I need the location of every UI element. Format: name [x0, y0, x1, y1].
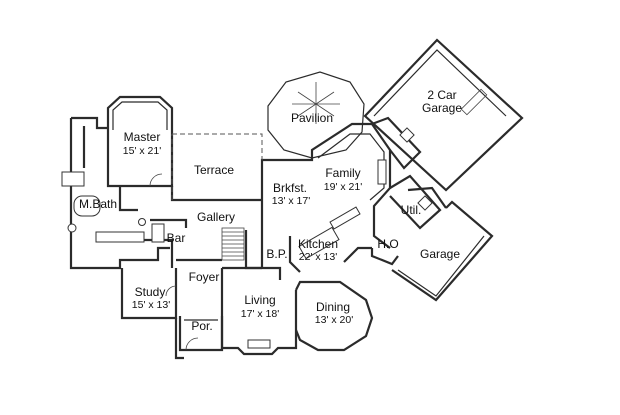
- walls: [69, 38, 524, 360]
- room-mbath-name: M.Bath: [79, 197, 117, 211]
- kitchen-counter: [329, 206, 361, 230]
- toilet: [138, 218, 146, 226]
- room-brkfst-size: 13' x 17': [272, 195, 310, 207]
- room-kitchen-size: 22' x 13': [299, 251, 337, 263]
- room-bp-name: B.P.: [266, 247, 287, 261]
- room-dining-size: 13' x 20': [315, 314, 353, 326]
- room-foyer-name: Foyer: [189, 270, 220, 284]
- room-garage-name: Garage: [420, 247, 460, 261]
- room-living-name: Living: [244, 293, 275, 307]
- room-dining-name: Dining: [316, 300, 350, 314]
- room-bar-name: Bar: [167, 231, 186, 245]
- dryer: [417, 195, 433, 211]
- fixtures: [61, 82, 488, 351]
- closet-shelf: [95, 231, 145, 243]
- room-gallery-name: Gallery: [197, 210, 235, 224]
- room-terrace-name: Terrace: [194, 163, 234, 177]
- room-family-size: 19' x 21': [324, 181, 362, 193]
- study-door-swing: [165, 285, 177, 297]
- room-ho-name: H.O: [377, 237, 398, 251]
- bathtub: [73, 195, 101, 217]
- sink: [67, 223, 77, 233]
- bar-counter: [151, 223, 165, 243]
- fireplace: [247, 339, 271, 349]
- room-util-name: Util.: [401, 203, 422, 217]
- room-labels: Master 15' x 21' Terrace Pavilion 2 Car …: [79, 88, 462, 333]
- room-pavilion-name: Pavilion: [291, 111, 333, 125]
- pavilion-ceiling-pattern: [292, 82, 340, 124]
- washer: [399, 127, 415, 143]
- room-kitchen-name: Kitchen: [298, 237, 338, 251]
- room-porch-name: Por.: [191, 319, 212, 333]
- room-study-name: Study: [135, 285, 166, 299]
- room-study-size: 15' x 13': [132, 299, 170, 311]
- kitchen-island: [298, 226, 340, 260]
- room-family-name: Family: [325, 166, 360, 180]
- master-door-swing: [149, 173, 163, 187]
- room-master-size: 15' x 21': [123, 145, 161, 157]
- garage-door: [460, 88, 488, 116]
- room-garage2-name: 2 Car: [427, 88, 456, 102]
- vanity: [61, 171, 85, 187]
- family-fireplace: [377, 159, 387, 185]
- room-garage2-name2: Garage: [422, 101, 462, 115]
- stairs: [221, 227, 245, 261]
- room-living-size: 17' x 18': [241, 308, 279, 320]
- room-brkfst-name: Brkfst.: [273, 181, 307, 195]
- front-door-swing: [185, 337, 199, 351]
- room-master-name: Master: [124, 130, 161, 144]
